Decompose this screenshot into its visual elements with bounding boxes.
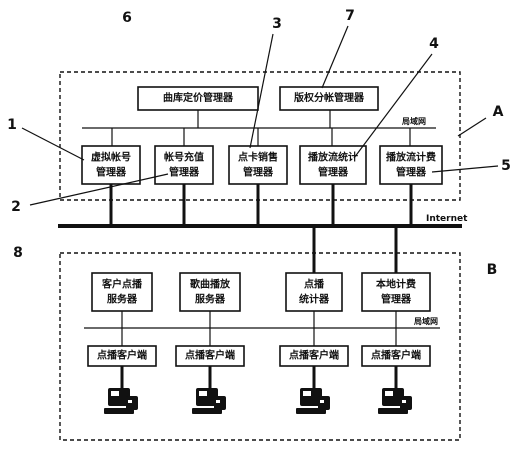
- computer-terminal-icon: [296, 388, 330, 414]
- callout-1: 1: [7, 117, 17, 133]
- royalty-manager-box: [279, 86, 379, 111]
- callout-4: 4: [429, 36, 439, 52]
- vod-stats-counter-label-1: 点播: [304, 278, 325, 291]
- callout-7-leader: [321, 25, 349, 89]
- vod-stats-counter-box: [285, 272, 343, 312]
- lan-bottom-label: 局域网: [413, 316, 438, 326]
- callout-1-leader: [21, 127, 85, 161]
- callout-7: 7: [345, 8, 355, 24]
- callout-2: 2: [11, 199, 21, 215]
- card-sales-manager-box: [228, 145, 288, 185]
- client-vod-server-label-1: 客户点播: [101, 278, 143, 291]
- stream-billing-manager-label-1: 播放流计费: [386, 151, 436, 164]
- callout-a-leader: [457, 117, 487, 137]
- stream-stats-manager-label-1: 播放流统计: [308, 151, 358, 164]
- song-play-server-box: [179, 272, 241, 312]
- region-a-label: A: [493, 104, 504, 120]
- stream-billing-manager-label-2: 管理器: [396, 166, 427, 179]
- vod-stats-counter-label-2: 统计器: [299, 293, 330, 306]
- computer-terminal-icon: [378, 388, 412, 414]
- pricing-manager-label: 曲库定价管理器: [163, 91, 234, 104]
- card-sales-manager-label-2: 管理器: [243, 166, 274, 179]
- virtual-account-manager-label-2: 管理器: [96, 166, 127, 179]
- local-billing-manager-label-2: 管理器: [381, 293, 412, 306]
- local-billing-manager-label-1: 本地计费: [376, 278, 416, 291]
- account-recharge-manager-label-1: 帐号充值: [164, 151, 204, 164]
- royalty-manager-label: 版权分帐管理器: [294, 91, 365, 104]
- callout-2-leader: [29, 173, 169, 206]
- callout-6: 6: [122, 10, 132, 26]
- computer-terminal-icon: [104, 388, 138, 414]
- vod-client-label-1: 点播客户端: [97, 349, 147, 362]
- lan-top-label: 局域网: [401, 116, 426, 126]
- song-play-server-label-1: 歌曲播放: [190, 278, 231, 291]
- virtual-account-manager-box: [81, 145, 141, 185]
- vod-client-label-4: 点播客户端: [371, 349, 421, 362]
- region-b-border: [59, 252, 461, 441]
- region-b-label: B: [487, 262, 498, 278]
- song-play-server-label-2: 服务器: [195, 293, 226, 306]
- vod-client-label-3: 点播客户端: [289, 349, 339, 362]
- callout-4-leader: [353, 53, 433, 159]
- pricing-manager-box: [137, 86, 259, 111]
- vod-client-label-2: 点播客户端: [185, 349, 235, 362]
- account-recharge-manager-label-2: 管理器: [169, 166, 200, 179]
- internet-label: Internet: [426, 214, 468, 224]
- card-sales-manager-label-1: 点卡销售: [238, 151, 278, 164]
- virtual-account-manager-label-1: 虚拟帐号: [91, 151, 131, 164]
- computer-terminal-icon: [192, 388, 226, 414]
- region-a-border: [59, 71, 461, 201]
- callout-3: 3: [272, 16, 282, 32]
- client-vod-server-label-2: 服务器: [107, 293, 138, 306]
- callout-8: 8: [13, 245, 23, 261]
- client-vod-server-box: [91, 272, 153, 312]
- stream-stats-manager-label-2: 管理器: [318, 166, 349, 179]
- callout-5: 5: [501, 158, 511, 174]
- callout-3-leader: [249, 33, 274, 149]
- callout-5-leader: [431, 165, 499, 173]
